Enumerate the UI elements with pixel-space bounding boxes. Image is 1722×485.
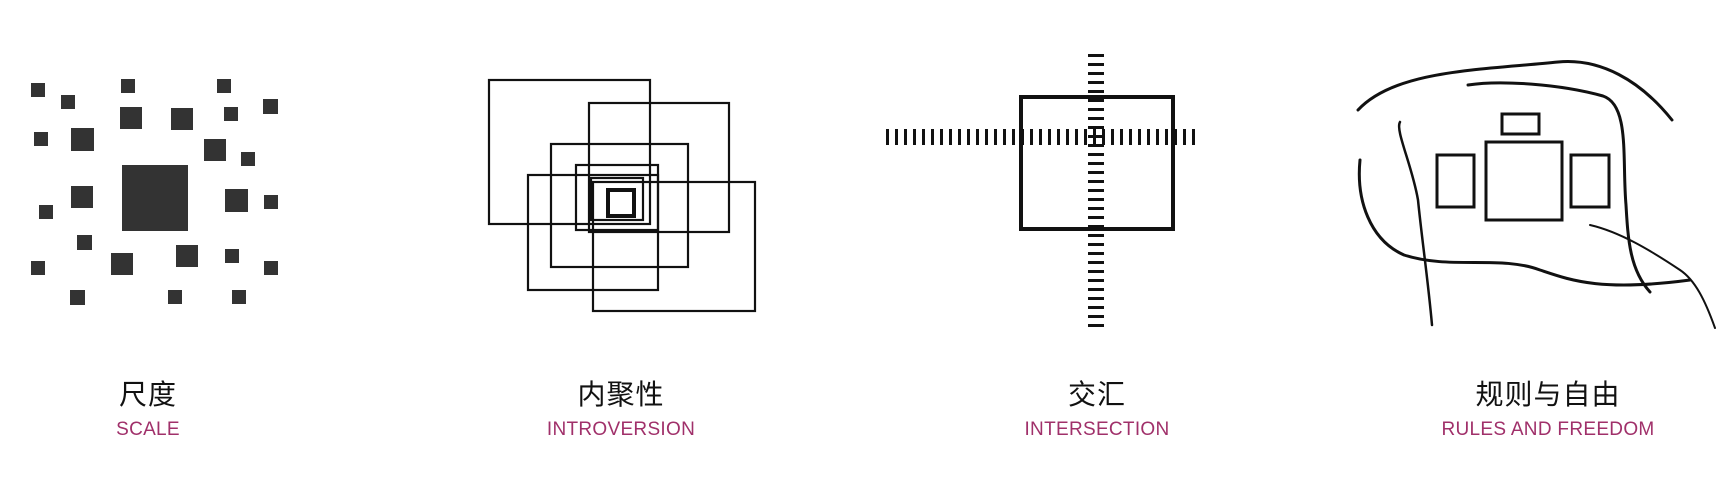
- concept-title-en: INTROVERSION: [546, 419, 696, 440]
- crosshair-rectangle-icon: [886, 54, 1199, 332]
- concept-label-scale: 尺度 SCALE: [0, 378, 298, 442]
- concept-label-introversion: 内聚性 INTROVERSION: [471, 378, 771, 442]
- concept-title-zh: 交汇: [1067, 378, 1126, 411]
- curves-and-boxes-icon: [1356, 60, 1716, 329]
- concept-label-rules-and-freedom: 规则与自由 RULES AND FREEDOM: [1398, 378, 1698, 442]
- nested-rectangles-icon: [487, 78, 757, 313]
- concept-title-en: SCALE: [116, 419, 180, 440]
- concept-label-intersection: 交汇 INTERSECTION: [947, 378, 1247, 442]
- concept-title-en: INTERSECTION: [1024, 419, 1170, 440]
- concept-title-zh: 尺度: [118, 378, 177, 411]
- concept-title-en: RULES AND FREEDOM: [1441, 419, 1655, 440]
- concept-title-zh: 规则与自由: [1475, 378, 1621, 411]
- scattered-squares-icon: [31, 79, 278, 305]
- concept-title-zh: 内聚性: [577, 378, 665, 411]
